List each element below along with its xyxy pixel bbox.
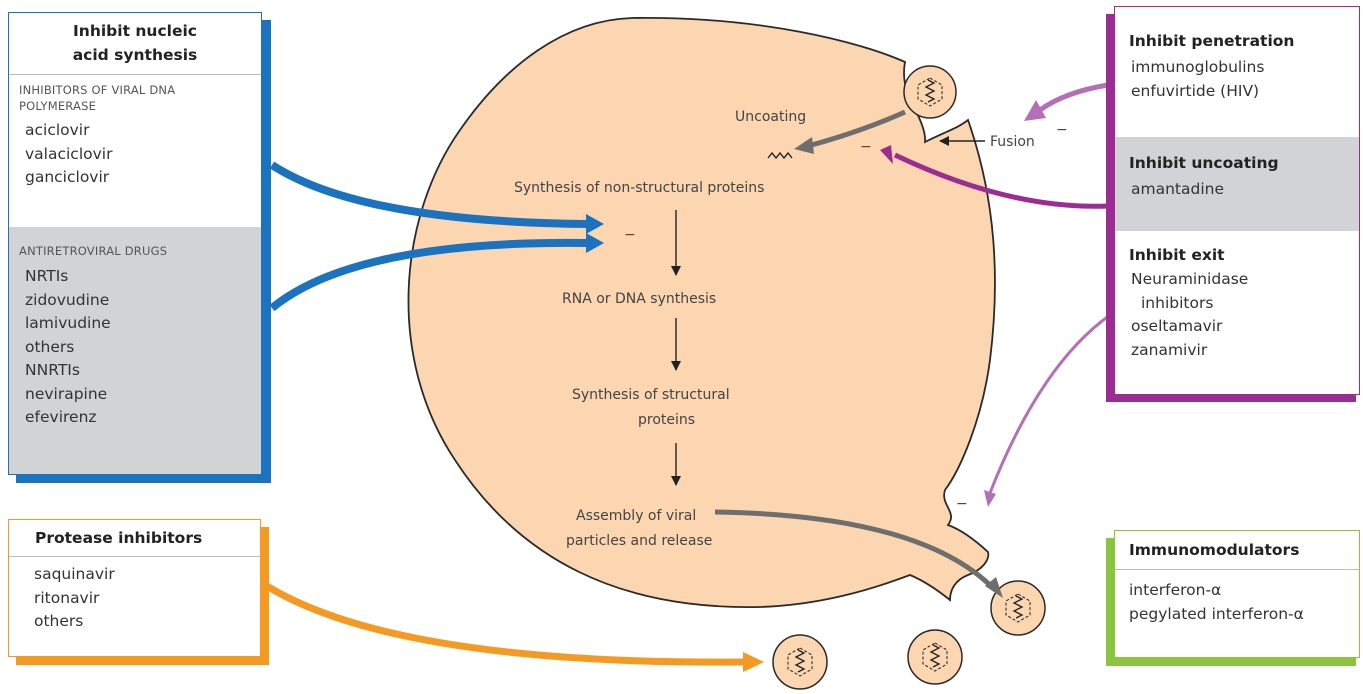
blue-arrow-polymerase [269, 161, 589, 228]
label-fusion: Fusion [990, 134, 1035, 150]
immuno-title: Immunomodulators [1115, 531, 1359, 570]
viral-genome-squiggle [767, 151, 793, 160]
released-virion-1 [990, 580, 1046, 636]
drug-lamivudine: lamivudine [25, 314, 111, 332]
minus-synthesis: − [624, 227, 636, 243]
minus-exit: − [956, 496, 968, 512]
drug-pegylated-interferon: pegylated interferon-α [1129, 604, 1304, 623]
label-nonstructural: Synthesis of non-structural proteins [514, 180, 764, 196]
purple-arrow-penetration [1038, 82, 1109, 113]
drug-protease-others: others [34, 612, 84, 630]
polymerase-drug-list: aciclovir valaciclovir ganciclovir [19, 119, 251, 190]
drug-others: others [25, 337, 75, 356]
protease-panel: Protease inhibitors saquinavir ritonavir… [8, 519, 261, 657]
nucleic-title-line-2: acid synthesis [72, 46, 198, 64]
polymerase-heading: INHIBITORS OF VIRAL DNA POLYMERASE [19, 83, 176, 113]
antiretroviral-drug-list: NRTIs zidovudine lamivudine others NNRTI… [19, 265, 251, 430]
drug-aciclovir: aciclovir [25, 121, 90, 139]
exit-drug-list: Neuraminidase inhibitors oseltamavir zan… [1129, 268, 1359, 362]
drug-efevirenz: efevirenz [25, 408, 97, 426]
uncoating-drug-list: amantadine [1129, 178, 1359, 202]
uncoating-section: Inhibit uncoating amantadine [1115, 137, 1359, 231]
label-assembly-2: particles and release [566, 533, 712, 549]
host-cell [407, 17, 996, 608]
label-structural-1: Synthesis of structural [572, 387, 730, 403]
drug-enfuvirtide: enfuvirtide (HIV) [1131, 81, 1260, 100]
label-assembly-1: Assembly of viral [576, 508, 696, 524]
drug-interferon: interferon-α [1129, 581, 1222, 599]
entering-virion [903, 65, 957, 119]
drug-oseltamavir: oseltamavir [1131, 317, 1223, 335]
uncoating-title: Inhibit uncoating [1129, 154, 1279, 172]
right-panel: Inhibit penetration immunoglobulins enfu… [1114, 6, 1360, 395]
minus-uncoating: − [860, 139, 872, 155]
nucleic-acid-panel: Inhibit nucleic acid synthesis INHIBITOR… [8, 12, 262, 475]
exit-section: Inhibit exit Neuraminidase inhibitors os… [1115, 231, 1359, 362]
minus-fusion: − [1056, 122, 1068, 138]
label-structural-2: proteins [638, 412, 695, 428]
release-arrow [714, 509, 995, 590]
label-uncoating: Uncoating [735, 109, 806, 125]
label-rna-dna: RNA or DNA synthesis [562, 291, 716, 307]
uncoating-arrow [807, 109, 907, 149]
antiretroviral-section: ANTIRETROVIRAL DRUGS NRTIs zidovudine la… [9, 227, 261, 474]
antiretroviral-heading: ANTIRETROVIRAL DRUGS [19, 244, 168, 258]
penetration-drug-list: immunoglobulins enfuvirtide (HIV) [1129, 56, 1359, 103]
drug-neuraminidase: Neuraminidase [1131, 270, 1249, 288]
immuno-drug-list: interferon-α pegylated interferon-α [1115, 570, 1359, 626]
drug-saquinavir: saquinavir [34, 565, 115, 583]
immuno-panel: Immunomodulators interferon-α pegylated … [1114, 530, 1360, 658]
purple-arrow-exit [988, 313, 1111, 494]
drug-amantadine: amantadine [1131, 180, 1224, 198]
drug-immunoglobulins: immunoglobulins [1131, 58, 1265, 76]
drug-inhibitors: inhibitors [1141, 293, 1214, 312]
drug-zanamivir: zanamivir [1131, 340, 1208, 359]
protease-title: Protease inhibitors [9, 520, 260, 557]
drug-ritonavir: ritonavir [34, 588, 100, 607]
released-virion-3 [772, 634, 828, 690]
orange-arrow-protease [260, 580, 746, 666]
nucleic-title-line-1: Inhibit nucleic [73, 22, 197, 40]
exit-title: Inhibit exit [1129, 246, 1225, 264]
drug-valaciclovir: valaciclovir [25, 144, 113, 163]
blue-arrow-antiretroviral [269, 238, 589, 312]
penetration-title: Inhibit penetration [1129, 32, 1295, 50]
drug-nrtis: NRTIs [25, 267, 69, 285]
drug-nevirapine: nevirapine [25, 384, 108, 403]
drug-nnrtis: NNRTIs [25, 361, 80, 379]
protease-drug-list: saquinavir ritonavir others [9, 557, 260, 634]
purple-arrow-uncoating [893, 152, 1109, 209]
nucleic-title: Inhibit nucleic acid synthesis [9, 13, 261, 75]
drug-zidovudine: zidovudine [25, 290, 110, 309]
released-virion-2 [907, 629, 963, 685]
drug-ganciclovir: ganciclovir [25, 168, 110, 186]
penetration-section: Inhibit penetration immunoglobulins enfu… [1115, 7, 1359, 137]
polymerase-section: INHIBITORS OF VIRAL DNA POLYMERASE acicl… [9, 75, 261, 227]
